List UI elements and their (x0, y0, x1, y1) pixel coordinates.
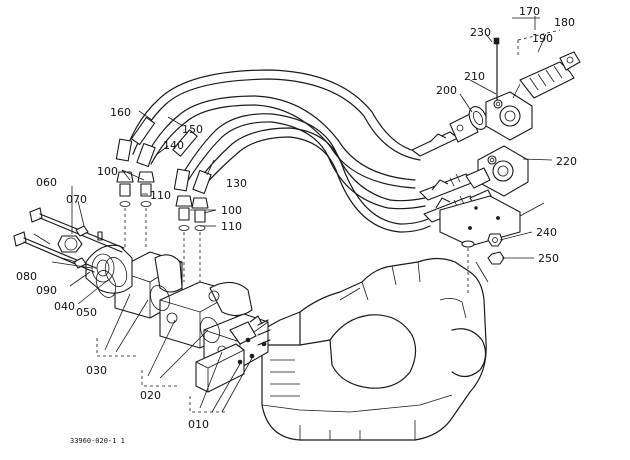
callout-090: 090 (36, 284, 57, 297)
diagram-code: 33960-020-1 1 (70, 437, 125, 445)
callout-010: 010 (188, 418, 209, 431)
control-valve-assembly (57, 231, 271, 393)
callout-120: 130 (226, 177, 247, 190)
leader-lines (33, 16, 553, 413)
group-brackets (96, 338, 228, 413)
callout-060: 060 (36, 176, 57, 189)
callout-200-upper: 210 (464, 70, 485, 83)
transmission-housing (261, 257, 487, 441)
callout-040: 040 (54, 300, 75, 313)
tie-bolts (13, 207, 125, 273)
callout-110-lower: 110 (221, 220, 242, 233)
callout-180: 190 (532, 32, 553, 45)
callout-170: 180 (554, 16, 575, 29)
hose-fittings-left (115, 116, 212, 282)
callout-100-lower: 100 (221, 204, 242, 217)
callout-200-lower: 220 (556, 155, 577, 168)
callout-230: 250 (538, 252, 559, 265)
callout-160: 170 (519, 5, 540, 18)
callout-210: 230 (470, 26, 491, 39)
callout-080: 080 (16, 270, 37, 283)
remote-couplers (411, 29, 581, 294)
callout-070: 070 (66, 193, 87, 206)
callout-020: 020 (140, 389, 161, 402)
callout-190: 200 (436, 84, 457, 97)
callout-110-upper: 110 (150, 189, 171, 202)
callout-150: 160 (110, 106, 131, 119)
callout-130: 140 (163, 139, 184, 152)
callout-100-upper: 100 (97, 165, 118, 178)
callout-140: 150 (182, 123, 203, 136)
callout-220: 240 (536, 226, 557, 239)
hydraulic-hoses (124, 69, 431, 233)
callout-030: 030 (86, 364, 107, 377)
callout-050: 050 (76, 306, 97, 319)
